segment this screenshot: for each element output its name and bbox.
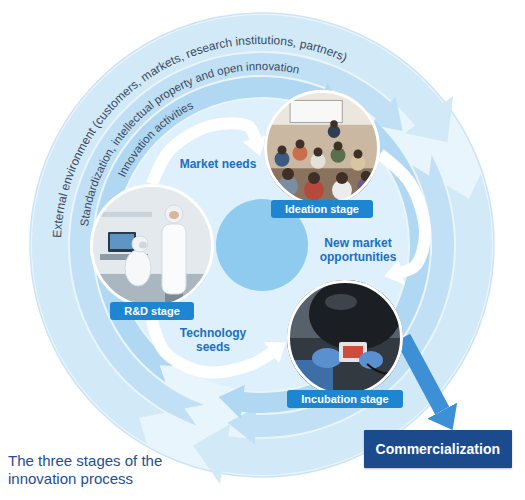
cable	[367, 364, 403, 374]
glove	[312, 348, 342, 368]
photo-floor	[264, 168, 380, 226]
person-body	[125, 250, 151, 286]
diagram-title: The three stages of the innovation proce…	[8, 452, 178, 488]
environment-arrow	[32, 15, 453, 444]
stage-photo	[264, 90, 380, 206]
stage-photo	[287, 280, 403, 396]
stage-photo	[90, 184, 214, 308]
commercialization-box: Commercialization	[364, 430, 512, 468]
person-head	[278, 146, 287, 155]
photo-wall	[264, 90, 380, 206]
person-head	[354, 150, 363, 159]
person-head	[336, 172, 348, 184]
flow-arrow	[152, 123, 255, 184]
person-body	[162, 224, 186, 294]
stage-label: Incubation stage	[287, 390, 402, 408]
monitor-screen	[110, 234, 134, 249]
flow-arrow	[152, 320, 271, 373]
stage-node: Ideation stage	[264, 90, 380, 218]
stage-node: R&D stage	[90, 184, 214, 320]
device-screen	[343, 346, 363, 358]
stage-label: R&D stage	[110, 302, 194, 320]
stage-label: Ideation stage	[271, 200, 373, 218]
stage-node: Incubation stage	[287, 280, 403, 408]
helmet-highlight	[325, 294, 357, 310]
person-head	[165, 205, 183, 223]
person-mask	[139, 242, 147, 249]
photo-outline	[289, 282, 402, 395]
whiteboard	[290, 100, 342, 122]
person-head	[330, 120, 338, 128]
flow-label: Market needs	[173, 157, 263, 171]
helmet	[309, 278, 401, 350]
flow-arrow	[403, 338, 442, 411]
person-head	[314, 148, 323, 157]
person-face	[169, 211, 179, 219]
person-head	[132, 236, 148, 252]
photo-outline	[92, 186, 213, 307]
box-text: Commercialization	[364, 430, 512, 468]
flow-label: Technology seeds	[172, 326, 254, 354]
person-head	[296, 140, 305, 149]
person-head	[334, 142, 343, 151]
photo-outline	[266, 92, 379, 205]
person-head	[308, 172, 320, 184]
flow-label: New market opportunities	[310, 236, 406, 264]
person-head	[282, 168, 294, 180]
